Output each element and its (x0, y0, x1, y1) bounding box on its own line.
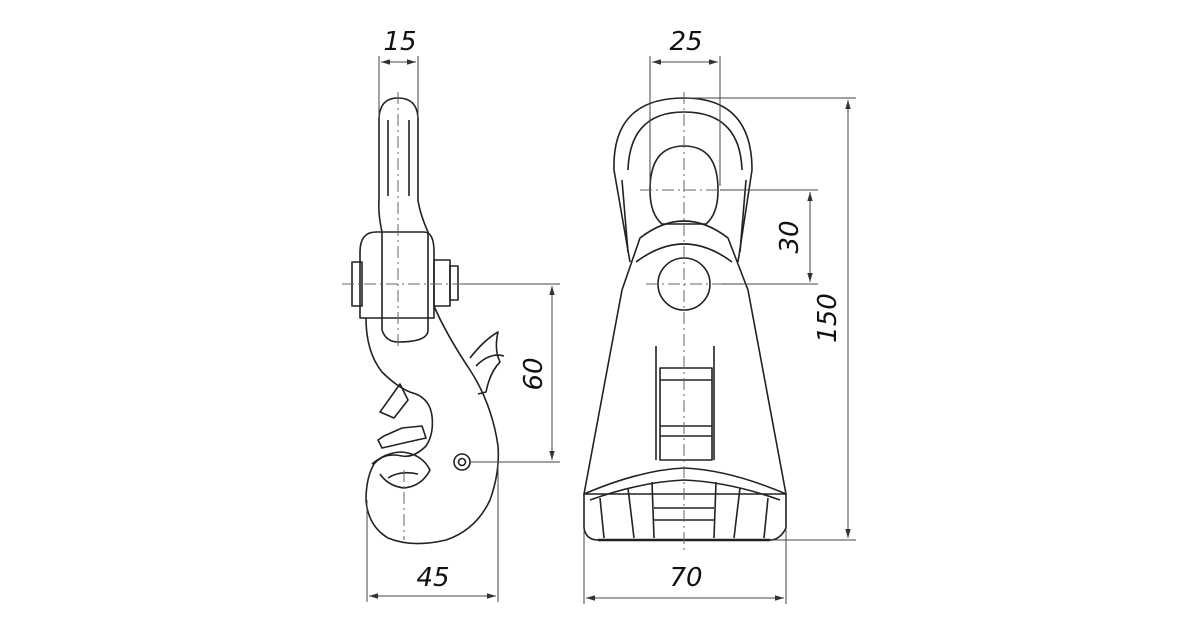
front-body (583, 220, 787, 495)
dim-label-45: 45 (416, 563, 449, 593)
side-bolt-nut (433, 259, 451, 307)
dim-label-70: 70 (669, 563, 702, 593)
side-inner-jaw-lower (377, 425, 427, 449)
side-wire-seat-curve (387, 471, 419, 479)
side-rivet-center (457, 457, 467, 467)
dim-label-15: 15 (383, 27, 416, 57)
side-latch-spring (469, 331, 501, 395)
front-top-arch (613, 97, 753, 263)
side-view (342, 92, 505, 545)
dim-label-150: 150 (813, 293, 843, 343)
front-dimensions (583, 56, 856, 604)
front-slot (655, 346, 715, 460)
front-saddle-ribs (599, 481, 769, 539)
side-clevis-plates (359, 231, 435, 319)
side-rivet (453, 453, 471, 471)
front-arch-edge-right (739, 179, 747, 253)
front-arch-edge-left (621, 179, 629, 253)
front-tongue (659, 367, 713, 461)
dim-label-30: 30 (775, 220, 805, 253)
side-dimensions (366, 56, 560, 602)
side-latch-spring-arm (475, 354, 505, 367)
side-wire-seat (371, 451, 431, 489)
front-top-arch-inner (627, 111, 743, 171)
side-inner-jaw (379, 383, 409, 419)
front-saddle-inner (589, 479, 781, 501)
side-shackle-tongue (378, 97, 429, 343)
side-bolt-end (449, 265, 459, 301)
dim-label-25: 25 (669, 27, 702, 57)
front-body-shoulder (635, 243, 733, 263)
front-view (583, 92, 787, 550)
side-hook-body (365, 305, 500, 545)
dim-label-60: 60 (519, 357, 549, 390)
front-saddle (583, 467, 787, 541)
